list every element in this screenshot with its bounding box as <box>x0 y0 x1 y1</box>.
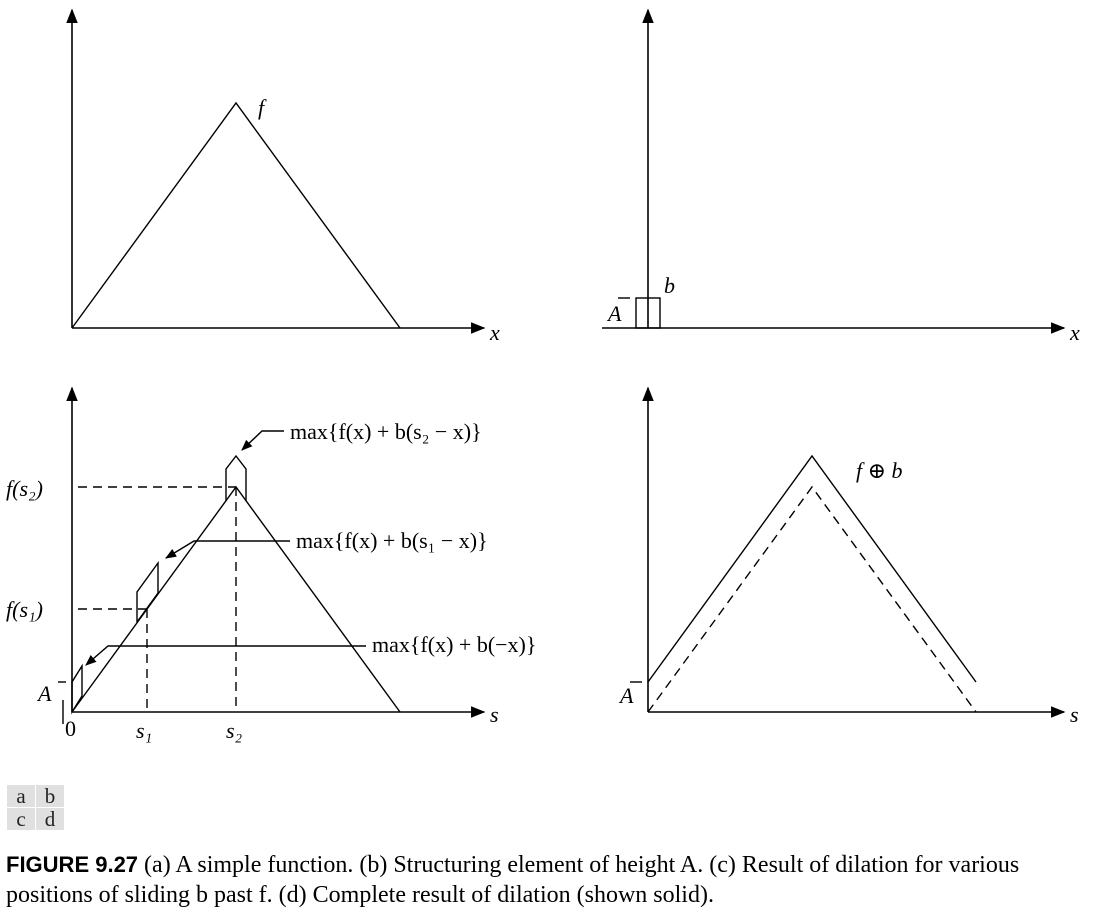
structuring-element-b <box>635 297 661 329</box>
panel-b-x-axis-label: x <box>1069 320 1080 345</box>
leader-top <box>241 430 284 451</box>
panel-key: a b c d <box>6 784 65 831</box>
figure-label: FIGURE 9.27 <box>6 852 139 877</box>
figure-diagram: f x b A x max{f(x) + b(s₂ − x)} max{ <box>6 8 1080 743</box>
original-function-dashed <box>647 485 977 713</box>
caption-text: (a) A simple function. (b) Structuring e… <box>6 852 1020 908</box>
panel-key-row: c d <box>6 807 65 831</box>
element-at-s2 <box>225 454 247 501</box>
annotation-low: max{f(x) + b(−x)} <box>372 632 536 657</box>
leader-low <box>85 645 366 666</box>
panel-a-function-f <box>71 101 401 329</box>
panel-d-x-axis-label: s <box>1070 702 1079 727</box>
panel-c: max{f(x) + b(s₂ − x)} max{f(x) + b(s₁ − … <box>6 386 536 743</box>
panel-b-height-label: A <box>606 301 622 326</box>
panel-b: b A x <box>602 8 1080 345</box>
panel-a-x-axis-label: x <box>489 320 500 345</box>
annotation-mid: max{f(x) + b(s₁ − x)} <box>296 528 488 553</box>
panel-key-row: a b <box>6 784 65 808</box>
annotation-top: max{f(x) + b(s₂ − x)} <box>290 419 482 444</box>
label-f-s2: f(s₂) <box>6 476 43 501</box>
panel-a-f-label: f <box>258 95 267 120</box>
leader-mid <box>165 540 290 559</box>
element-at-zero <box>71 663 83 715</box>
panel-key-cell: b <box>35 784 65 808</box>
tick-zero: 0 <box>65 716 76 741</box>
element-at-s1 <box>136 560 159 625</box>
panel-c-height-label: A <box>36 681 52 706</box>
panel-d-height-label: A <box>618 683 634 708</box>
panel-a: f x <box>66 8 500 345</box>
label-f-s1: f(s₁) <box>6 597 43 622</box>
figure-caption: FIGURE 9.27 (a) A simple function. (b) S… <box>6 850 1090 910</box>
dilation-result-solid <box>647 454 977 683</box>
panel-d-f-dilate-b-label: f ⊕ b <box>856 458 903 483</box>
panel-c-x-axis-label: s <box>490 702 499 727</box>
tick-s2: s₂ <box>226 718 243 743</box>
tick-s1: s₁ <box>136 718 152 743</box>
panel-key-cell: c <box>6 807 36 831</box>
panel-key-cell: d <box>35 807 65 831</box>
panel-d: f ⊕ b A s <box>618 386 1079 727</box>
panel-b-b-label: b <box>664 273 675 298</box>
panel-key-cell: a <box>6 784 36 808</box>
